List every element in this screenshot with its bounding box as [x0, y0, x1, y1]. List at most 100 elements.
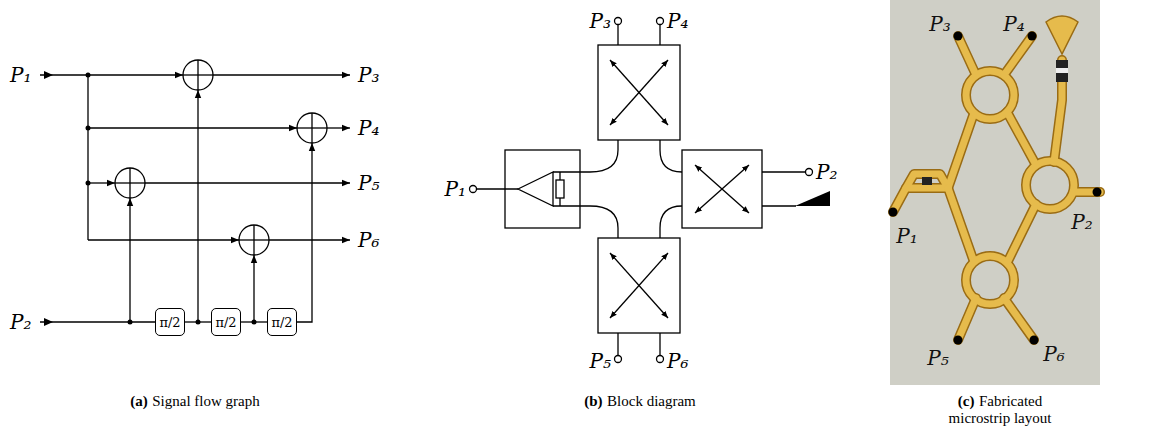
block-wire: [477, 25, 806, 356]
block-wire: [762, 171, 806, 172]
signal-wire: [197, 90, 198, 322]
signal-wire: [145, 182, 350, 183]
port-dot: [1093, 188, 1102, 197]
figure-caption: (b) Block diagram: [584, 393, 696, 410]
junction-dot: [86, 73, 91, 78]
delay-label: π/2: [215, 315, 236, 330]
port-terminal: [615, 18, 622, 25]
block-wire: [518, 172, 553, 206]
photo-ground: [890, 0, 1100, 385]
hybrid-coupler-arrows: [695, 165, 749, 213]
hybrid-coupler-arrows: [610, 60, 668, 125]
port-dot: [1028, 32, 1037, 41]
block-wire: [617, 25, 618, 46]
block-wire: [660, 140, 682, 172]
input-arrow: [44, 71, 53, 79]
block-wire: [553, 140, 618, 172]
hybrid-coupler-arrows: [695, 165, 749, 213]
port-dot: [1030, 336, 1039, 345]
port-label: P₅: [927, 347, 948, 369]
delay-box: π/2: [211, 308, 241, 336]
adder-symbol: [239, 225, 269, 255]
signal-wire: [40, 321, 155, 322]
port-label: P₆: [358, 229, 379, 251]
signal-wire: [269, 239, 350, 240]
hybrid-coupler-arrows: [610, 253, 668, 318]
signal-wire: [241, 321, 267, 322]
caption-text: Signal flow graph: [152, 393, 259, 409]
smd-component: [922, 177, 932, 185]
hybrid-coupler-arrows: [610, 60, 668, 125]
caption-tag: (a): [130, 393, 148, 409]
signal-wire: [297, 143, 312, 322]
port-label: P₂: [1071, 211, 1092, 233]
delay-box: π/2: [155, 308, 185, 336]
input-arrow: [44, 71, 53, 326]
block-wire: [762, 205, 796, 206]
signal-wire: [88, 182, 115, 183]
input-arrow: [44, 318, 53, 326]
port-label: P₆: [1043, 343, 1064, 365]
block-wire: [659, 333, 660, 356]
matched-load: [795, 191, 830, 206]
block-outline: [598, 45, 680, 140]
port-label: P₆: [667, 350, 688, 372]
port-dot: [889, 32, 1102, 345]
caption-tag: (c): [958, 393, 975, 409]
signal-wire: [88, 127, 297, 128]
hybrid-coupler-arrows: [610, 60, 749, 318]
block-wire: [617, 333, 618, 356]
delay-label: π/2: [159, 315, 180, 330]
port-terminal: [615, 356, 622, 363]
figure-caption: (a)Signal flow graph: [130, 393, 259, 410]
adder-symbol: [129, 168, 130, 198]
signal-wire: [185, 321, 211, 322]
signal-wire: [213, 74, 350, 75]
block-outline: [682, 150, 762, 228]
adder-symbol: [253, 225, 254, 255]
smd-component: [1056, 68, 1068, 73]
signal-wire: [40, 74, 183, 75]
adder-symbol: [297, 113, 327, 143]
signal-wire: [129, 198, 130, 322]
block-wire: [556, 180, 564, 198]
port-label: P₃: [929, 13, 950, 35]
caption-tag: (b): [584, 393, 602, 409]
port-label: P₁: [10, 64, 31, 86]
adder-symbol: [115, 168, 145, 198]
block-outline: [598, 238, 680, 333]
block-wire: [559, 198, 560, 206]
block-outline: [505, 45, 762, 333]
junction-dot: [128, 320, 133, 325]
port-terminal: [806, 169, 813, 176]
block-wire: [559, 172, 560, 180]
port-dot: [889, 208, 898, 217]
delay-box: π/2: [267, 308, 297, 336]
signal-wire: [253, 255, 254, 322]
signal-wire: [87, 75, 88, 240]
microstrip-trace: [893, 36, 1100, 340]
port-dot: [954, 336, 963, 345]
radial-stub: [1046, 16, 1078, 54]
signal-wire: [88, 239, 239, 240]
port-terminal: [657, 356, 664, 363]
port-terminal: [470, 18, 813, 363]
caption-text: Block diagram: [607, 393, 696, 409]
microstrip-trace-edge: [893, 36, 1100, 340]
port-dot: [954, 32, 963, 41]
port-label: P₄: [667, 10, 688, 32]
adder-symbol: [311, 113, 312, 143]
port-label: P₅: [358, 172, 379, 194]
junction-dot: [86, 181, 91, 186]
delay-label: π/2: [271, 315, 292, 330]
junction-dot: [86, 126, 91, 131]
port-label: P₄: [1003, 13, 1024, 35]
smd-component: [1056, 60, 1068, 82]
block-wire: [660, 206, 682, 238]
adder-symbol: [197, 60, 198, 90]
signal-wire: [40, 75, 350, 322]
adder-symbol: [115, 60, 327, 255]
